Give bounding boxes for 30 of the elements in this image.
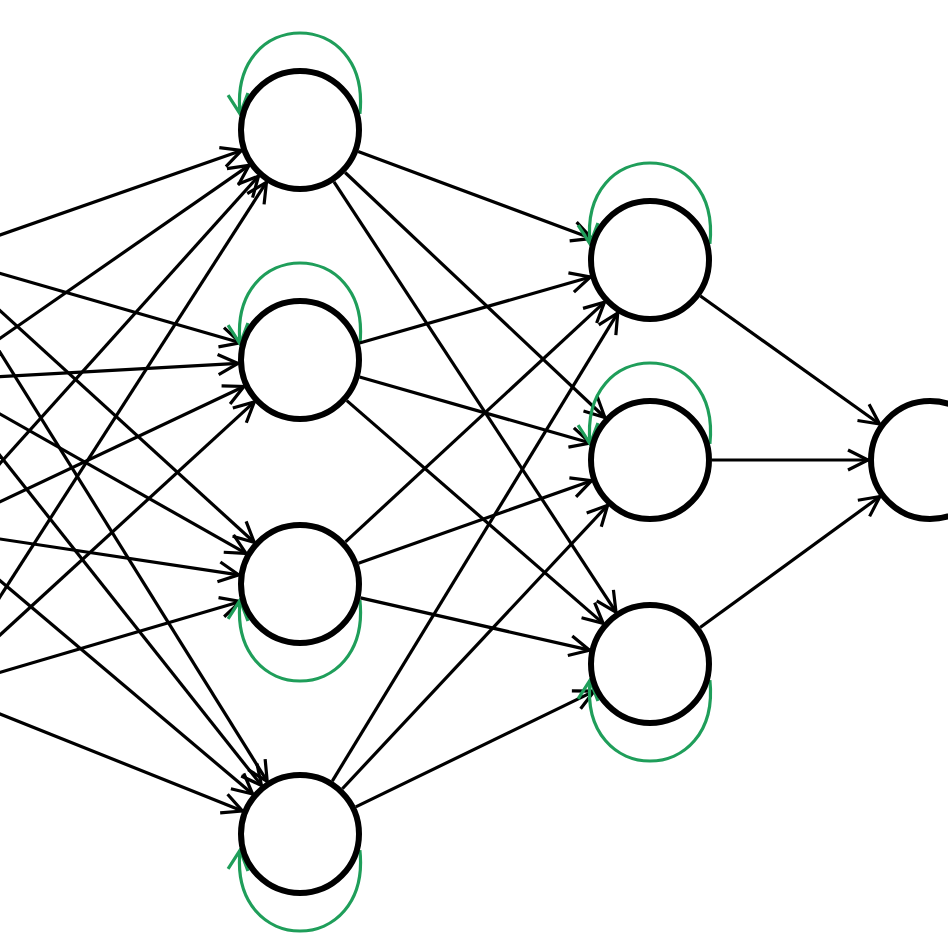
arrow bbox=[712, 448, 870, 472]
neuron-circle bbox=[238, 68, 362, 192]
arrow bbox=[0, 352, 240, 382]
self-loop-arrow bbox=[228, 598, 362, 683]
arrow bbox=[359, 375, 592, 449]
arrow bbox=[332, 180, 618, 614]
arrow bbox=[344, 300, 607, 544]
self-loop-arrow bbox=[228, 848, 362, 933]
self-loop-arrow bbox=[228, 261, 362, 346]
arrow bbox=[699, 494, 882, 629]
neuron-circle bbox=[238, 772, 362, 896]
arrow bbox=[360, 596, 592, 658]
arrow bbox=[359, 271, 592, 345]
arrow bbox=[344, 171, 607, 420]
self-loop-arrow bbox=[578, 361, 712, 446]
neuron-circle bbox=[588, 398, 712, 522]
self-loop-arrow bbox=[578, 161, 712, 246]
arrow bbox=[699, 294, 882, 426]
neuron-circle bbox=[238, 298, 362, 422]
arrow bbox=[357, 150, 594, 243]
neuron-circle bbox=[588, 602, 712, 726]
self-loop-arrow bbox=[228, 31, 362, 116]
neuron-circle bbox=[238, 522, 362, 646]
self-loop-arrow bbox=[578, 678, 712, 763]
arrow bbox=[330, 311, 620, 782]
arrow bbox=[345, 399, 605, 625]
arrow bbox=[357, 476, 594, 565]
arrow bbox=[355, 689, 596, 809]
arrow bbox=[341, 503, 610, 790]
neuron-circle bbox=[588, 198, 712, 322]
